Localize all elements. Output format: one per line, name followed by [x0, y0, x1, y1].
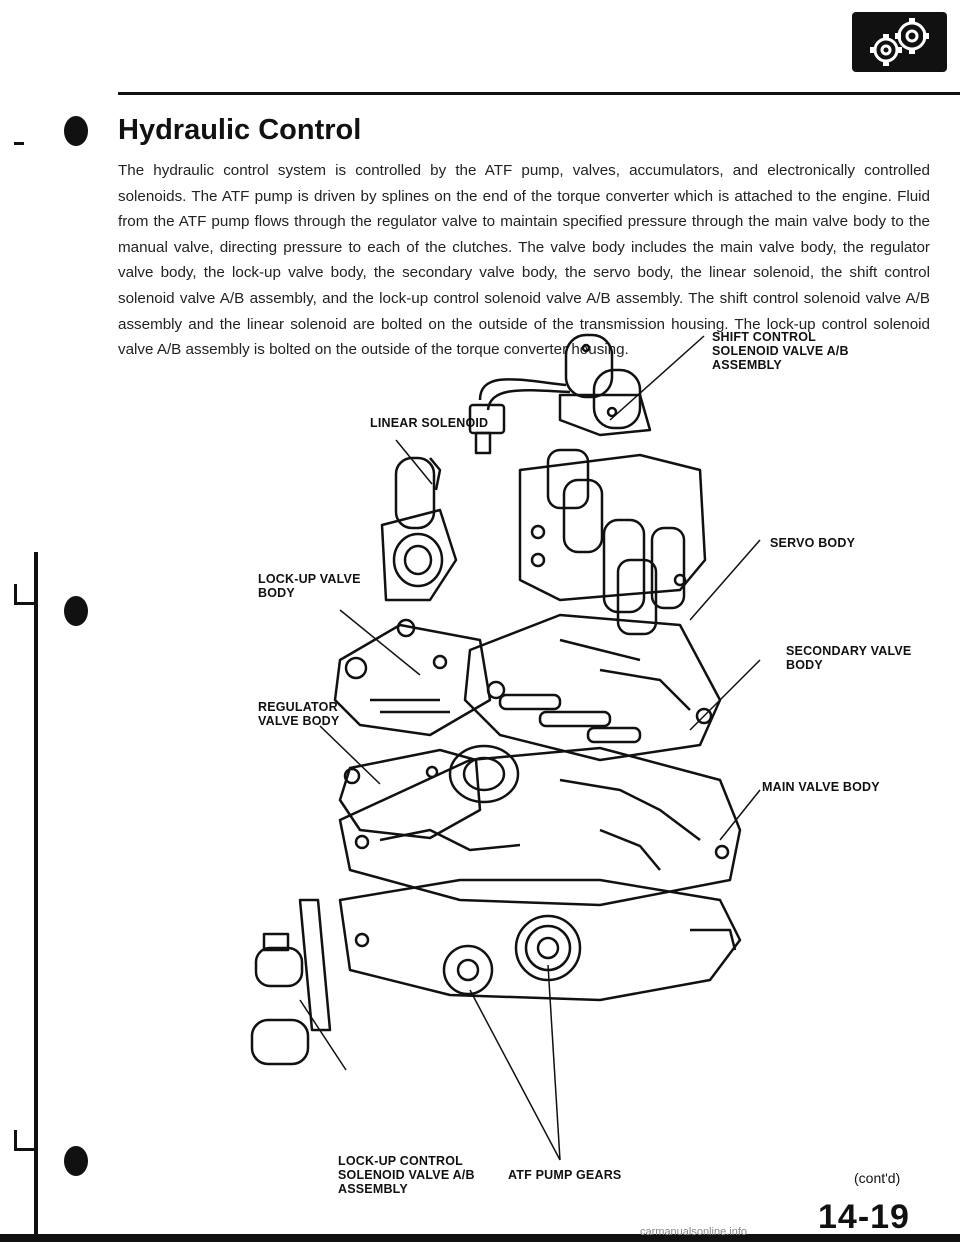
label-regulator-valve-body: REGULATOR VALVE BODY: [258, 700, 340, 728]
body-paragraph: The hydraulic control system is controll…: [118, 162, 930, 359]
lockup-valve-body-illustration: [333, 618, 492, 737]
page-title: Hydraulic Control: [118, 114, 362, 146]
binding-tick: [14, 584, 37, 605]
bullet-dot: [64, 116, 88, 146]
label-lockup-control-solenoid: LOCK-UP CONTROL SOLENOID VALVE A/B ASSEM…: [338, 1154, 475, 1196]
continued-note: (cont'd): [854, 1170, 901, 1186]
binding-tick: [14, 1130, 37, 1151]
label-linear-solenoid: LINEAR SOLENOID: [370, 416, 489, 430]
label-secondary-valve-body: SECONDARY VALVE BODY: [786, 644, 912, 672]
label-main-valve-body: MAIN VALVE BODY: [762, 780, 880, 794]
main-valve-body-illustration: [338, 744, 742, 907]
page-number: 14-19: [818, 1198, 910, 1236]
binding-bar: [34, 552, 38, 1242]
label-servo-body: SERVO BODY: [770, 536, 856, 550]
shift-control-solenoid-illustration: [468, 333, 652, 455]
lockup-control-solenoid-illustration: [250, 898, 332, 1066]
bullet-dot: [64, 1146, 88, 1176]
gears-icon: [852, 12, 947, 72]
label-atf-pump-gears: ATF PUMP GEARS: [508, 1168, 622, 1182]
label-shift-control-solenoid: SHIFT CONTROL SOLENOID VALVE A/B ASSEMBL…: [712, 330, 849, 372]
atf-pump-plate-illustration: [338, 878, 742, 1002]
bullet-dot: [64, 596, 88, 626]
binding-tick: [14, 142, 24, 145]
label-lockup-valve-body: LOCK-UP VALVE BODY: [258, 572, 361, 600]
secondary-valve-body-illustration: [463, 613, 722, 762]
servo-body-illustration: [518, 448, 707, 636]
linear-solenoid-illustration: [380, 456, 458, 602]
header-rule: [118, 92, 960, 95]
watermark: carmanualsonline.info: [640, 1226, 748, 1238]
footer-bar: [0, 1234, 960, 1242]
